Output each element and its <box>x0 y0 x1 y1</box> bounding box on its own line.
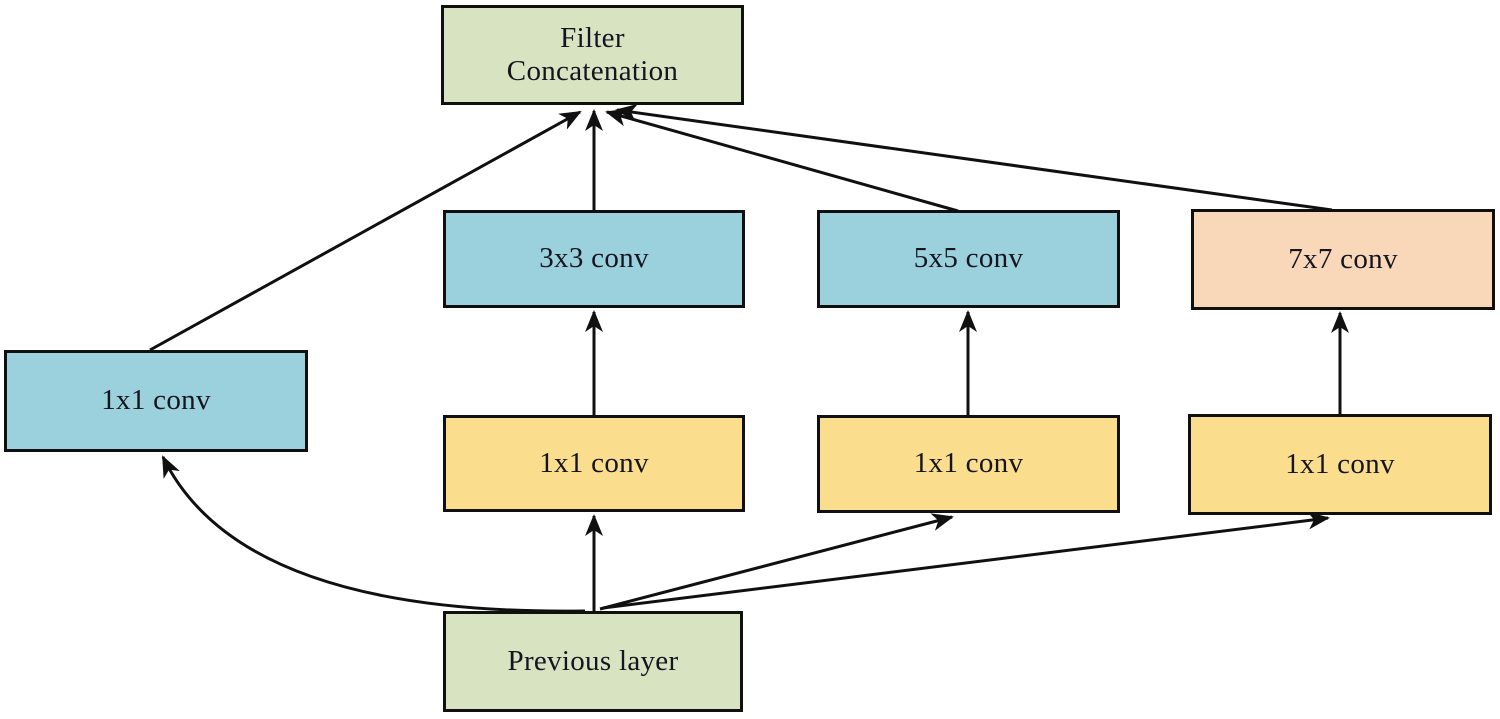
edge-previous-layer-to-conv-1x1-left <box>161 455 586 613</box>
node-conv-1x1-right: 1x1 conv <box>1188 414 1492 515</box>
node-filter-concatenation: Filter Concatenation <box>441 5 744 105</box>
node-label-conv-7x7: 7x7 conv <box>1288 242 1398 275</box>
node-conv-7x7: 7x7 conv <box>1191 209 1495 310</box>
node-label-conv-5x5: 5x5 conv <box>913 242 1024 275</box>
node-label-previous-layer: Previous layer <box>507 644 679 677</box>
edge-conv-1x1-left-to-filter-concatenation <box>149 110 582 352</box>
edge-previous-layer-to-conv-1x1-right <box>602 511 1330 610</box>
edge-conv-5x5-to-filter-concatenation <box>605 108 959 213</box>
edge-previous-layer-to-conv-1x1-midright <box>599 513 954 611</box>
edge-conv-7x7-to-filter-concatenation <box>615 103 1333 212</box>
node-label-conv-3x3: 3x3 conv <box>539 242 649 275</box>
node-conv-1x1-mid: 1x1 conv <box>443 415 745 512</box>
node-previous-layer: Previous layer <box>443 611 743 712</box>
edges-group <box>149 103 1349 613</box>
node-label-filter-concatenation: Filter Concatenation <box>506 21 679 87</box>
node-conv-1x1-left: 1x1 conv <box>4 350 308 452</box>
node-conv-5x5: 5x5 conv <box>817 210 1120 308</box>
node-label-conv-1x1-right: 1x1 conv <box>1285 447 1395 480</box>
node-conv-3x3: 3x3 conv <box>443 210 745 308</box>
node-label-conv-1x1-midright: 1x1 conv <box>913 447 1024 480</box>
node-conv-1x1-midright: 1x1 conv <box>817 415 1120 513</box>
node-label-conv-1x1-left: 1x1 conv <box>101 384 211 417</box>
node-label-conv-1x1-mid: 1x1 conv <box>539 446 649 479</box>
